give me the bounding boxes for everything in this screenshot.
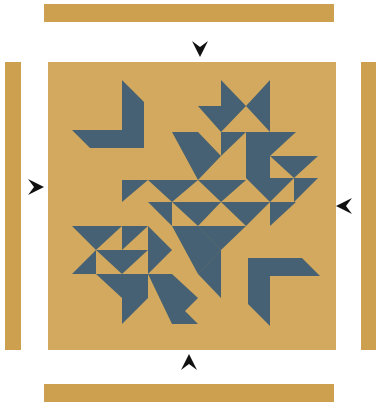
feather-top-right-6 xyxy=(246,156,270,178)
feather-top-right-3 xyxy=(246,132,270,156)
arrow-left-icon xyxy=(335,195,357,217)
right-border-strip xyxy=(361,62,376,350)
arrow-right-icon xyxy=(23,176,45,198)
top-border-strip xyxy=(44,4,334,22)
quilt-block xyxy=(48,62,336,350)
arrow-up-icon xyxy=(178,353,200,375)
bottom-border-strip xyxy=(44,384,334,402)
feather-bottom-left-7 xyxy=(122,274,148,298)
arrow-down-icon xyxy=(189,36,211,58)
quilt-block-svg xyxy=(48,62,336,350)
left-border-strip xyxy=(5,62,21,350)
